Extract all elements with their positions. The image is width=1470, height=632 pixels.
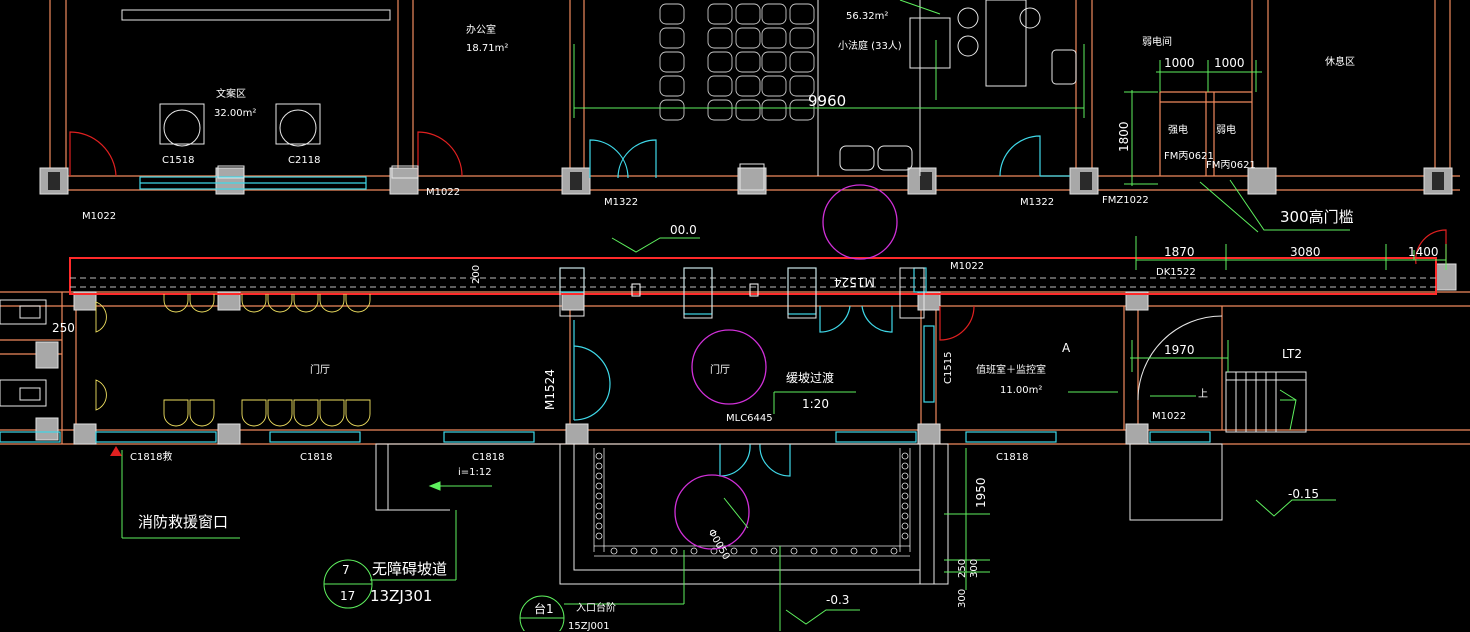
- walls: [0, 0, 1470, 445]
- door-m1524-left-label: M1524: [543, 369, 557, 410]
- level-neg015-label: -0.15: [1288, 487, 1320, 501]
- room-weak-elec-label: 弱电间: [1142, 37, 1172, 48]
- door-m1022-corridor-label: M1022: [950, 261, 985, 272]
- dim-1000-b: 1000: [1214, 56, 1245, 70]
- room-lobby-center-label: 门厅: [710, 365, 730, 376]
- dim-1400: 1400: [1408, 245, 1439, 259]
- column-cores: [48, 172, 1444, 190]
- ramp-atlas-ref: 13ZJ301: [370, 587, 433, 605]
- fire-rescue-marker: [110, 446, 122, 456]
- stair-lt2-label: LT2: [1282, 347, 1302, 361]
- room-lounge-label: 休息区: [1325, 57, 1355, 68]
- window-c1515-label: C1515: [943, 351, 954, 384]
- window-c1818-b-label: C1818: [472, 452, 505, 463]
- ref-index-bottom: 17: [340, 589, 356, 603]
- dim-9960: 9960: [808, 92, 847, 110]
- dim-200: 200: [471, 264, 482, 284]
- markup-circles: [674, 184, 898, 550]
- room-meeting-area: 56.32m²: [846, 11, 889, 22]
- dim-300a: 300: [969, 558, 980, 578]
- door-fm-c0621-1-label: FM丙0621: [1164, 151, 1214, 162]
- stair-up-label: 上: [1198, 389, 1208, 400]
- door-m1022-b-label: M1022: [426, 187, 461, 198]
- dim-3080: 3080: [1290, 245, 1321, 259]
- room-archive-area: 32.00m²: [214, 108, 257, 119]
- ramp-slope-label: i=1:12: [458, 467, 492, 478]
- slope-ratio-label: 1:20: [802, 397, 829, 411]
- door-dk1522-label: DK1522: [1156, 267, 1196, 278]
- window-c1518-label: C1518: [162, 155, 195, 166]
- door-m1322-a-label: M1322: [604, 197, 639, 208]
- window-c1818-fire-label: C1818救: [130, 452, 173, 463]
- room-duty-area: 11.00m²: [1000, 385, 1043, 396]
- room-office-label: 办公室: [466, 25, 496, 36]
- dim-1000-a: 1000: [1164, 56, 1195, 70]
- dim-1800: 1800: [1117, 121, 1131, 152]
- room-lobby-left-label: 门厅: [310, 365, 330, 376]
- court-seating: [659, 3, 815, 121]
- window-c2118-label: C2118: [288, 155, 321, 166]
- room-small-court-label: 小法庭 (33人): [838, 41, 902, 52]
- room-archive-label: 文案区: [216, 89, 246, 100]
- room-weak-elec-small-label: 弱电: [1216, 125, 1236, 136]
- level-000-label: 00.0: [670, 223, 697, 237]
- door-m1322-b-label: M1322: [1020, 197, 1055, 208]
- door-m1022-left-label: M1022: [82, 211, 117, 222]
- step-index-label: 台1: [534, 602, 554, 616]
- ref-index-top: 7: [342, 563, 350, 577]
- dim-250-left: 250: [52, 321, 75, 335]
- dim-1970: 1970: [1164, 343, 1195, 357]
- dim-1950: 1950: [974, 477, 988, 508]
- door-swings-cyan: [573, 135, 1070, 477]
- door-m1022-stair-label: M1022: [1152, 411, 1187, 422]
- room-duty-label: 值班室＋监控室: [976, 365, 1046, 376]
- room-office-area: 18.71m²: [466, 43, 509, 54]
- step-atlas-ref: 15ZJ001: [568, 621, 610, 632]
- furniture: [0, 0, 1307, 585]
- fire-rescue-window-note: 消防救援窗口: [138, 513, 229, 531]
- door-fm-c0621-2-label: FM丙0621: [1206, 160, 1256, 171]
- dim-250: 250: [957, 558, 968, 578]
- door-m1524-top-label: M1524: [834, 275, 875, 289]
- level-neg03-label: -0.3: [826, 593, 850, 607]
- entrance-platform-label: 入口台阶: [576, 603, 616, 614]
- window-c1818-a-label: C1818: [300, 452, 333, 463]
- ramp-title: 无障碍坡道: [372, 560, 448, 578]
- lobby-seats: [95, 294, 371, 427]
- slope-transition-note: 缓坡过渡: [786, 371, 835, 385]
- dimension-lines: [121, 0, 1447, 631]
- axis-a-label: A: [1062, 341, 1071, 355]
- door-fmz1022-label: FMZ1022: [1102, 195, 1149, 206]
- door-mlc6445-label: MLC6445: [726, 413, 773, 424]
- dim-1870: 1870: [1164, 245, 1195, 259]
- entrance-planter: [593, 448, 911, 557]
- threshold-note: 300高门槛: [1280, 208, 1354, 226]
- dim-300b: 300: [957, 588, 968, 608]
- room-strong-elec-label: 强电: [1168, 125, 1188, 136]
- corridor-red-outline: [69, 257, 1437, 297]
- window-c1818-c-label: C1818: [996, 452, 1029, 463]
